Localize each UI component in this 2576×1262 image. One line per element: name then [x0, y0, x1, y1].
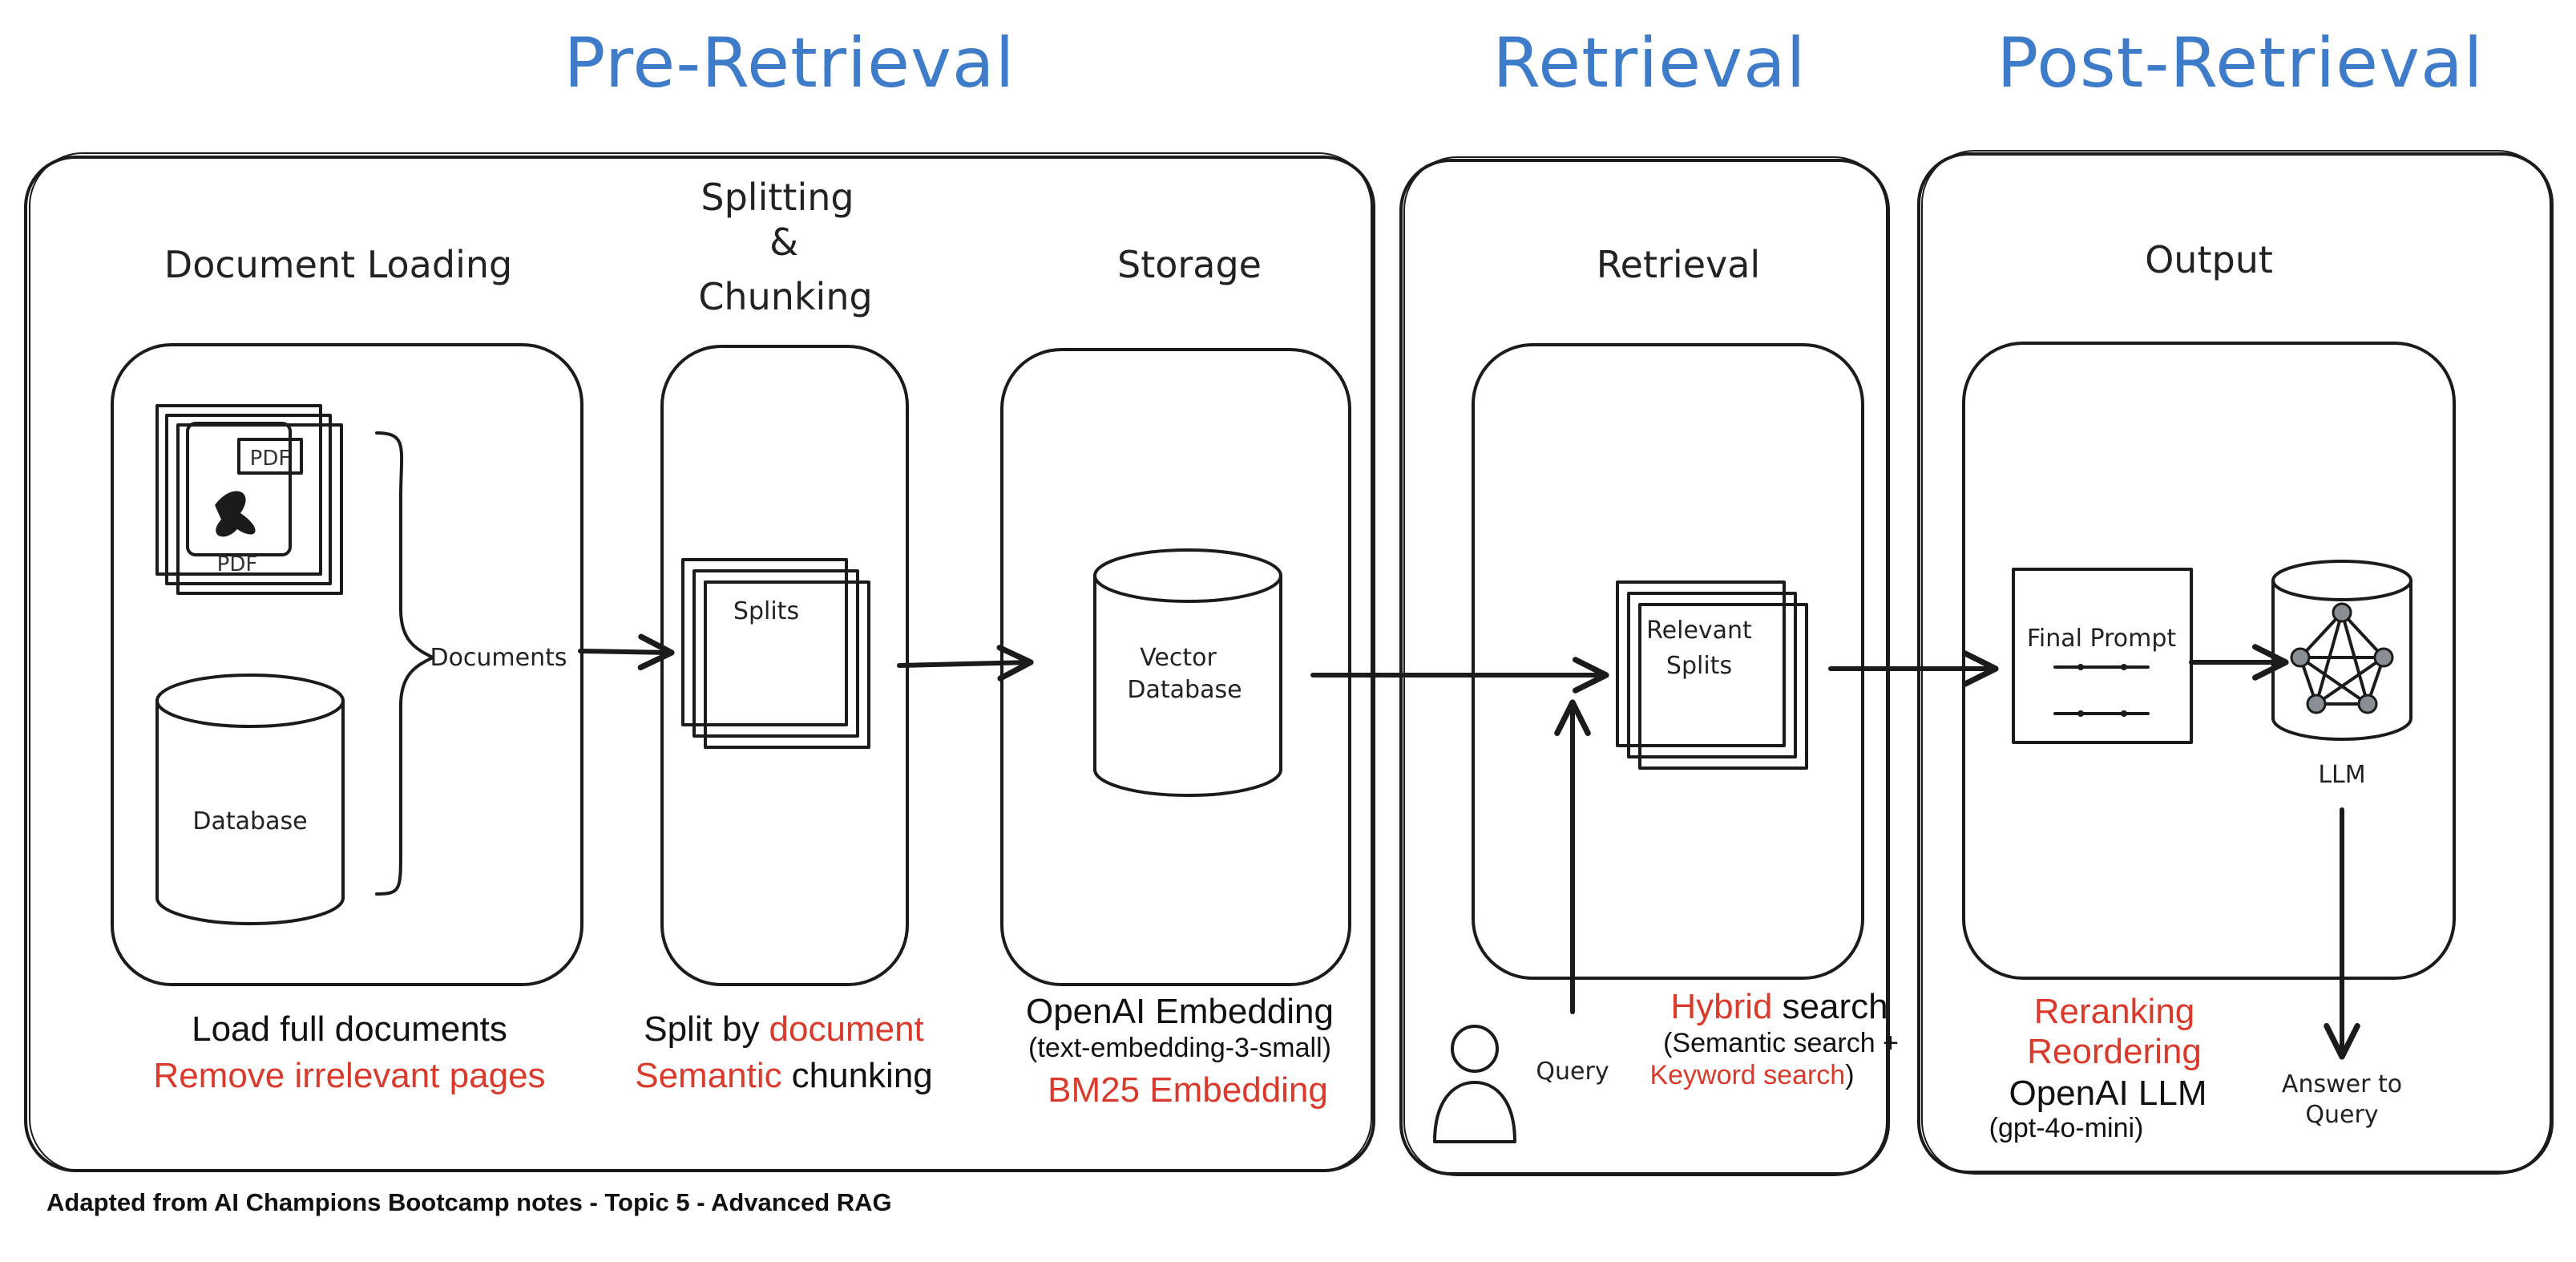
section-output: Output: [2145, 238, 2273, 281]
database-icon: Database: [155, 673, 345, 925]
vector-database-icon: Vector Database: [1093, 548, 1282, 797]
header-post-retrieval: Post-Retrieval: [1997, 23, 2483, 103]
document-loading-panel: [111, 343, 583, 986]
pdf-badge-label: PDF: [250, 447, 291, 471]
section-retrieval: Retrieval: [1597, 243, 1760, 286]
caption-remove-irrelevant-pages: Remove irrelevant pages: [153, 1056, 545, 1095]
caption-bm25-embedding: BM25 Embedding: [1048, 1070, 1328, 1110]
query-label: Query: [1536, 1058, 1609, 1086]
post-retrieval-frame: [1917, 152, 2554, 1174]
llm-network-icon: LLM: [2271, 560, 2412, 789]
caption-openai-embedding: OpenAI Embedding: [1026, 992, 1334, 1031]
retrieval-panel: [1472, 343, 1864, 980]
header-pre-retrieval: Pre-Retrieval: [564, 23, 1015, 103]
caption-reranking: Reranking: [2034, 992, 2195, 1031]
caption-load-full-documents: Load full documents: [192, 1009, 507, 1049]
relevant-splits-label-2: Splits: [1666, 652, 1732, 680]
caption-reordering: Reordering: [2027, 1032, 2202, 1071]
section-storage: Storage: [1117, 243, 1262, 286]
footer-attribution: Adapted from AI Champions Bootcamp notes…: [46, 1188, 892, 1216]
splitting-panel: [660, 345, 909, 986]
vector-db-label-1: Vector: [1140, 644, 1217, 672]
arrow-splits-to-storage: [897, 645, 1034, 682]
section-splitting-line2: &: [769, 220, 798, 264]
section-document-loading: Document Loading: [164, 243, 512, 286]
final-prompt-label: Final Prompt: [2027, 625, 2177, 653]
splits-stack: Splits: [681, 558, 870, 749]
final-prompt-box: Final Prompt: [2012, 568, 2193, 744]
vector-db-label-2: Database: [1127, 676, 1242, 704]
caption-semantic-search: (Semantic search +: [1663, 1028, 1899, 1058]
database-label: Database: [192, 807, 307, 835]
documents-label: Documents: [430, 644, 567, 672]
relevant-splits-label-1: Relevant: [1646, 617, 1752, 645]
arrow-documents-to-splits: [578, 633, 675, 671]
section-splitting-line1: Splitting: [701, 176, 854, 219]
splits-label: Splits: [733, 597, 799, 625]
caption-embedding-model: (text-embedding-3-small): [1028, 1033, 1331, 1063]
user-icon: [1433, 1025, 1516, 1143]
caption-keyword-search: Keyword search): [1649, 1060, 1854, 1090]
section-splitting-line3: Chunking: [698, 275, 872, 318]
caption-llm-model: (gpt-4o-mini): [1989, 1113, 2144, 1143]
answer-label-2: Query: [2305, 1101, 2378, 1129]
pdf-icon: PDF PDF: [155, 404, 343, 595]
caption-openai-llm: OpenAI LLM: [2009, 1074, 2207, 1113]
llm-label: LLM: [2318, 761, 2365, 789]
answer-label-1: Answer to: [2282, 1070, 2402, 1098]
header-retrieval: Retrieval: [1492, 23, 1806, 103]
pdf-under-label: PDF: [217, 552, 258, 576]
documents-brace: [375, 431, 434, 896]
relevant-splits-stack: Relevant Splits: [1616, 580, 1808, 770]
